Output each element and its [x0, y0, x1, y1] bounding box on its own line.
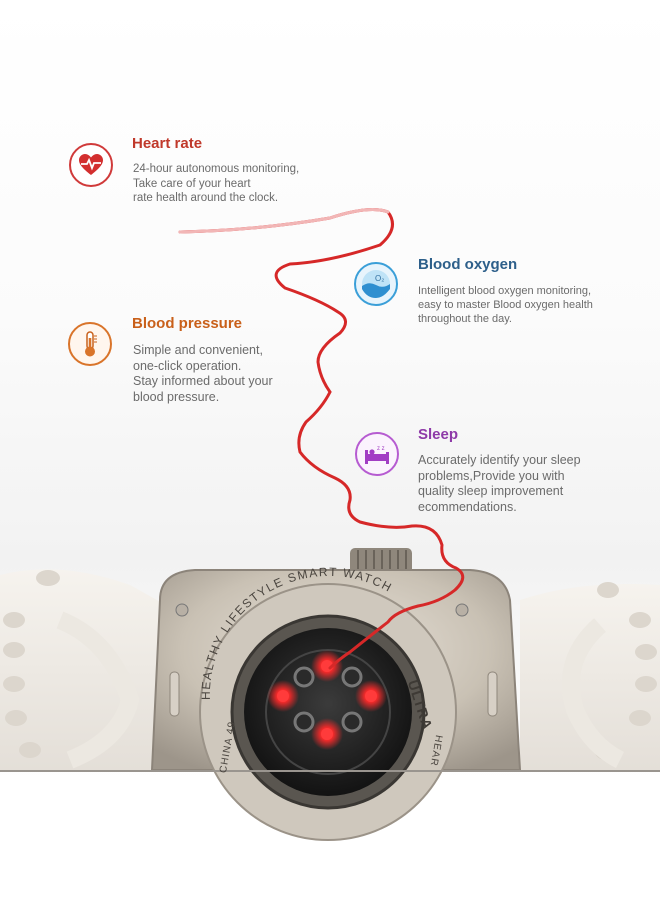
heart-rate-title: Heart rate: [132, 135, 203, 152]
svg-text:O₂: O₂: [375, 274, 384, 283]
heart-rate-description: 24-hour autonomous monitoring, Take care…: [133, 163, 300, 204]
right-strap: [520, 582, 660, 770]
sleep-title: Sleep: [418, 426, 459, 443]
svg-text:z z: z z: [377, 446, 385, 452]
thermometer-icon: [68, 322, 112, 366]
heart-pulse-icon: [69, 143, 113, 187]
oxygen-drop-icon: O₂: [354, 262, 398, 306]
charging-cable: [178, 208, 465, 670]
bed-icon: z z: [355, 432, 399, 476]
blood-pressure-title: Blood pressure: [132, 315, 243, 332]
blood-oxygen-description: Intelligent blood oxygen monitoring, eas…: [418, 285, 593, 325]
sleep-description: Accurately identify your sleep problems,…: [418, 453, 581, 514]
sensor-leds: [267, 650, 387, 750]
left-strap: [0, 569, 175, 770]
sensor-array: [244, 628, 412, 796]
blood-oxygen-title: Blood oxygen: [418, 256, 518, 273]
blood-pressure-description: Simple and convenient, one-click operati…: [133, 343, 273, 404]
